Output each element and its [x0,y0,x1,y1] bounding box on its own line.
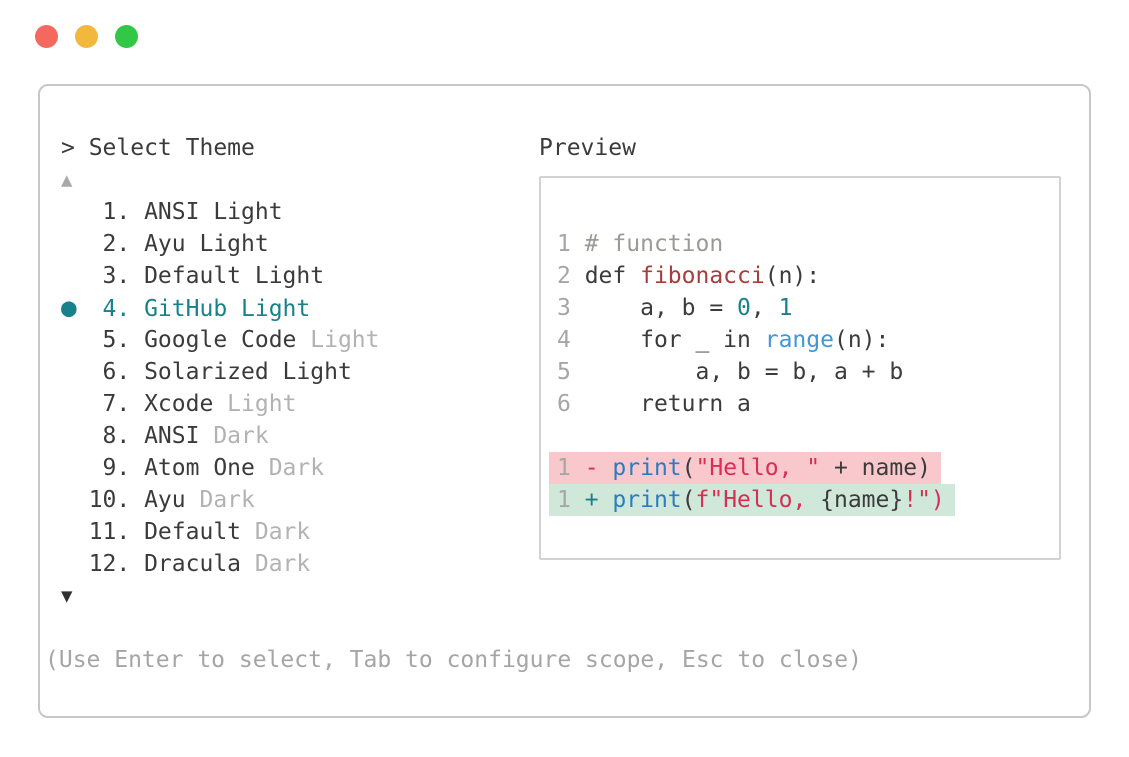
theme-item-number: 2. [88,231,145,257]
code-blank-line [557,420,1059,452]
theme-picker-panel: > Select Theme ▲ 1. ANSI Light 2. Ayu Li… [38,84,1091,718]
hint-text: (Use Enter to select, Tab to configure s… [45,647,862,673]
theme-item[interactable]: 3. Default Light [61,260,539,292]
theme-item-variant-label: Dark [199,423,269,449]
minimize-button-icon[interactable] [75,25,98,48]
theme-item[interactable]: 2. Ayu Light [61,228,539,260]
theme-item-number: 9. [88,455,145,481]
selected-bullet-icon: ● [61,293,77,323]
diff-removed-line: 1 - print("Hello, " + name) [549,452,1059,484]
window-controls [35,25,138,48]
theme-item-variant-label: Dark [185,487,255,513]
theme-list: 1. ANSI Light 2. Ayu Light 3. Default Li… [61,196,539,580]
theme-list-column: > Select Theme ▲ 1. ANSI Light 2. Ayu Li… [61,132,539,612]
code-sample: 1 # function 2 def fibonacci(n): 3 a, b = … [549,228,1059,516]
theme-item-number: 12. [88,551,145,577]
theme-item[interactable]: 7. Xcode Light [61,388,539,420]
theme-item-variant-label: Light [296,327,380,353]
scroll-up-icon[interactable]: ▲ [61,169,73,191]
theme-item-label: Ayu [144,487,186,513]
theme-item-number: 10. [88,487,145,513]
code-line: 2 def fibonacci(n): [557,263,821,289]
theme-item-label: Xcode [144,391,214,417]
theme-item[interactable]: 12. Dracula Dark [61,548,539,580]
theme-item[interactable]: 1. ANSI Light [61,196,539,228]
picker-prompt: > Select Theme [61,135,255,161]
theme-item-variant-label: Dark [254,455,325,481]
theme-item-label: Ayu Light [144,231,269,257]
theme-item-label: Dracula [144,551,242,577]
theme-item-label: GitHub Light [144,296,311,322]
maximize-button-icon[interactable] [115,25,138,48]
theme-item[interactable]: 10. Ayu Dark [61,484,539,516]
code-line: 3 a, b = 0, 1 [557,295,793,321]
preview-box: 1 # function 2 def fibonacci(n): 3 a, b = … [539,176,1061,560]
theme-item-variant-label: Light [213,391,297,417]
theme-item-variant-label: Dark [241,519,311,545]
scroll-down-icon[interactable]: ▼ [61,585,73,607]
theme-item[interactable]: 11. Default Dark [61,516,539,548]
theme-item-label: Default Light [144,263,325,289]
theme-item-number: 8. [88,423,145,449]
theme-item[interactable]: 8. ANSI Dark [61,420,539,452]
picker-columns: > Select Theme ▲ 1. ANSI Light 2. Ayu Li… [61,132,1061,612]
theme-item-label: Solarized Light [144,359,352,385]
code-line: 5 a, b = b, a + b [557,359,904,385]
theme-item-label: ANSI [144,423,200,449]
theme-item-variant-label: Dark [241,551,311,577]
theme-item[interactable]: ● 4. GitHub Light [61,292,539,324]
preview-title: Preview [539,135,636,161]
theme-item-number: 3. [88,263,145,289]
theme-item-number: 6. [88,359,145,385]
theme-item-label: ANSI Light [144,199,283,225]
diff-added-line: 1 + print(f"Hello, {name}!") [549,484,1059,516]
close-button-icon[interactable] [35,25,58,48]
theme-item-number: 7. [88,391,145,417]
theme-item-label: Default [144,519,242,545]
theme-item-number: 11. [88,519,145,545]
theme-item[interactable]: 9. Atom One Dark [61,452,539,484]
code-line: 4 for _ in range(n): [557,327,890,353]
theme-item-label: Google Code [144,327,297,353]
code-line: 1 # function [557,231,724,257]
theme-item-number: 5. [88,327,145,353]
theme-item-number: 1. [88,199,145,225]
code-line: 6 return a [557,391,751,417]
theme-item[interactable]: 5. Google Code Light [61,324,539,356]
theme-item-number: 4. [88,296,145,322]
theme-item[interactable]: 6. Solarized Light [61,356,539,388]
theme-item-label: Atom One [144,455,255,481]
preview-column: Preview 1 # function 2 def fibonacci(n): 3… [539,132,1061,560]
